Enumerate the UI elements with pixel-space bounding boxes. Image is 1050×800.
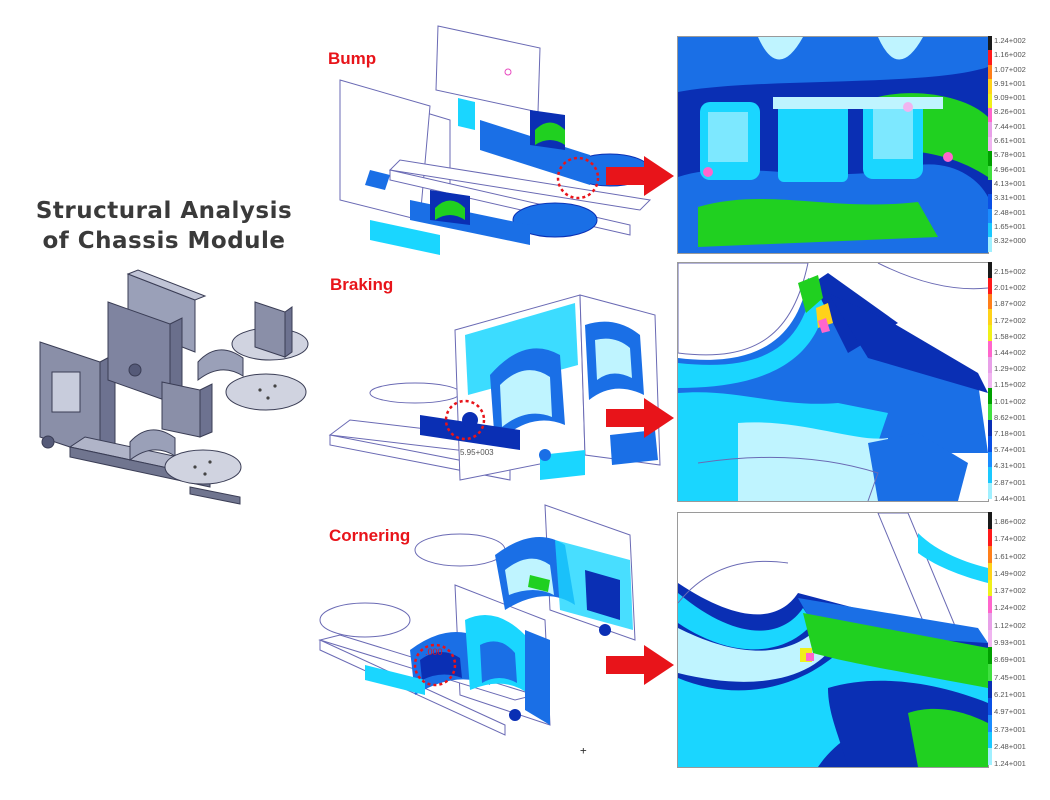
legend-tick: 1.49+002 <box>994 568 1026 578</box>
right-arrow-icon <box>606 645 674 685</box>
legend-tick: 2.48+001 <box>994 741 1026 751</box>
legend-tick: 2.48+001 <box>994 207 1026 217</box>
bump-fea-model <box>339 25 652 255</box>
bump-zoom-view <box>677 36 989 254</box>
braking-zoom-view <box>677 262 989 502</box>
legend-tick: 1.58+002 <box>994 331 1026 341</box>
legend-scale <box>988 262 992 500</box>
legend-tick: 1.65+001 <box>994 221 1026 231</box>
legend-tick: 8.26+001 <box>994 107 1026 117</box>
legend-tick: 1.61+002 <box>994 551 1026 561</box>
braking-fea-model: 5.95+003 <box>328 294 661 481</box>
cornering-hotspot-marker-icon <box>413 643 457 687</box>
legend-tick: 7.44+001 <box>994 121 1026 131</box>
title-line-2: of Chassis Module <box>42 228 286 254</box>
legend-tick: 5.74+001 <box>994 445 1026 455</box>
legend-tick: 1.72+002 <box>994 315 1026 325</box>
legend-tick: 1.44+001 <box>994 493 1026 503</box>
legend-tick: 8.62+001 <box>994 412 1026 422</box>
legend-tick: 1.16+002 <box>994 50 1026 60</box>
legend-tick: 4.13+001 <box>994 178 1026 188</box>
cornering-fea-model: .000 <box>318 504 636 736</box>
cornering-color-legend: 1.86+002 1.74+002 1.61+002 1.49+002 1.37… <box>988 512 1050 768</box>
legend-tick: 8.32+000 <box>994 236 1026 246</box>
legend-tick: 6.21+001 <box>994 689 1026 699</box>
legend-tick: 2.15+002 <box>994 267 1026 276</box>
case-label-bump: Bump <box>328 49 377 68</box>
legend-tick: 6.61+001 <box>994 136 1026 146</box>
legend-tick: 9.91+001 <box>994 78 1026 88</box>
title-line-1: Structural Analysis <box>35 198 293 224</box>
legend-tick: 8.69+001 <box>994 655 1026 665</box>
legend-tick: 7.18+001 <box>994 429 1026 439</box>
legend-tick: 4.31+001 <box>994 461 1026 471</box>
legend-scale <box>988 512 992 766</box>
legend-scale <box>988 36 992 252</box>
legend-tick: 1.12+002 <box>994 620 1026 630</box>
cornering-zoom-view <box>677 512 989 768</box>
legend-tick: 2.01+002 <box>994 283 1026 293</box>
braking-hotspot-marker-icon <box>444 399 486 441</box>
case-label-cornering: Cornering <box>329 526 411 545</box>
legend-tick: 4.96+001 <box>994 164 1026 174</box>
chassis-model-render <box>39 269 309 505</box>
legend-tick: 1.87+002 <box>994 299 1026 309</box>
braking-color-legend: 2.15+002 2.01+002 1.87+002 1.72+002 1.58… <box>988 262 1050 503</box>
legend-tick: 4.97+001 <box>994 707 1026 717</box>
crosshair-icon: + <box>580 744 587 757</box>
legend-tick: 1.24+002 <box>994 603 1026 613</box>
legend-tick: 1.29+002 <box>994 364 1026 374</box>
legend-tick: 1.24+001 <box>994 759 1026 769</box>
cornering-probe-label: .000 <box>425 647 443 657</box>
legend-tick: 1.37+002 <box>994 586 1026 596</box>
braking-probe-label: 5.95+003 <box>460 448 494 457</box>
legend-tick: 2.87+001 <box>994 477 1026 487</box>
legend-tick: 1.24+002 <box>994 36 1026 45</box>
legend-tick: 1.44+002 <box>994 348 1026 358</box>
legend-tick: 1.07+002 <box>994 64 1026 74</box>
legend-tick: 1.86+002 <box>994 517 1026 526</box>
legend-tick: 7.45+001 <box>994 672 1026 682</box>
legend-tick: 9.93+001 <box>994 638 1026 648</box>
bump-color-legend: 1.24+002 1.16+002 1.07+002 9.91+001 9.09… <box>988 36 1050 252</box>
legend-tick: 1.15+002 <box>994 380 1026 390</box>
legend-tick: 1.01+002 <box>994 396 1026 406</box>
bump-hotspot-marker-icon <box>556 156 600 200</box>
legend-tick: 1.74+002 <box>994 534 1026 544</box>
legend-tick: 5.78+001 <box>994 150 1026 160</box>
case-label-braking: Braking <box>330 275 394 294</box>
legend-tick: 9.09+001 <box>994 93 1026 103</box>
legend-tick: 3.31+001 <box>994 193 1026 203</box>
page-title: Structural Analysis of Chassis Module <box>14 196 314 256</box>
right-arrow-icon <box>606 398 674 438</box>
legend-tick: 3.73+001 <box>994 724 1026 734</box>
right-arrow-icon <box>606 156 674 196</box>
